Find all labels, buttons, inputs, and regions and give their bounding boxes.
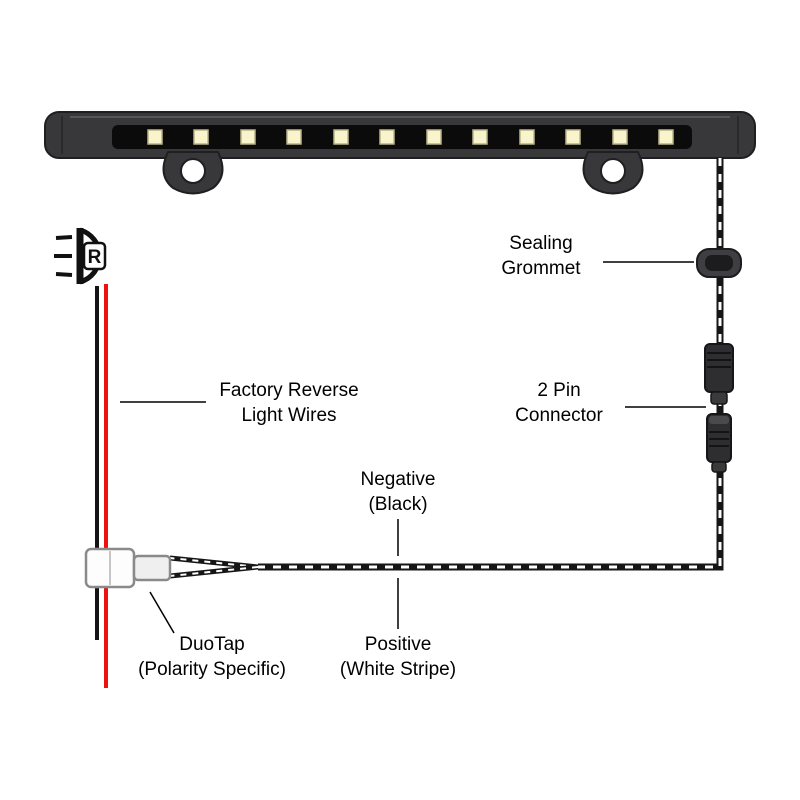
led	[333, 129, 349, 145]
led-array	[147, 129, 674, 145]
wire-white-stripe	[258, 158, 722, 569]
mounting-tab-hole	[600, 158, 626, 184]
wire-lead-negative-stripe	[169, 557, 259, 568]
two-pin-connector	[704, 343, 734, 473]
led	[519, 129, 535, 145]
led	[240, 129, 256, 145]
wire-jacket	[258, 158, 724, 571]
reverse-light-icon: R	[54, 227, 107, 285]
connector-upper-half	[704, 343, 734, 405]
led	[426, 129, 442, 145]
wire-lead-positive-stripe	[169, 566, 259, 577]
mounting-tab-hole	[180, 158, 206, 184]
label-sealing-grommet: Sealing Grommet	[501, 233, 581, 279]
led	[658, 129, 674, 145]
label-factory-reverse-wires: Factory Reverse Light Wires	[219, 380, 359, 426]
mounting-tab-right	[582, 151, 644, 195]
label-negative-black: Negative (Black)	[360, 469, 436, 515]
connector-tip	[710, 391, 728, 405]
label-duotap: DuoTap (Polarity Specific)	[138, 634, 286, 680]
light-bar-wire	[169, 158, 724, 579]
connector-lower-half	[706, 413, 732, 473]
led-light-bar	[44, 111, 756, 195]
duotap-plug	[132, 554, 172, 582]
duotap-connector	[84, 547, 172, 589]
reverse-letter: R	[88, 247, 102, 268]
led	[379, 129, 395, 145]
reverse-letter-box	[82, 241, 107, 271]
mounting-tab-left	[162, 151, 224, 195]
led	[472, 129, 488, 145]
led-strip	[112, 125, 692, 149]
led	[565, 129, 581, 145]
light-ray-icon	[55, 272, 73, 277]
led	[612, 129, 628, 145]
connector-collar	[709, 416, 729, 424]
led	[193, 129, 209, 145]
label-two-pin-connector: 2 Pin Connector	[515, 380, 603, 426]
leader-duotap	[149, 591, 175, 634]
label-positive-white-stripe: Positive (White Stripe)	[339, 634, 457, 680]
light-ray-icon	[55, 235, 73, 240]
led	[286, 129, 302, 145]
led	[147, 129, 163, 145]
connector-tip	[711, 461, 727, 473]
grommet-groove	[705, 255, 733, 271]
sealing-grommet	[696, 248, 742, 278]
